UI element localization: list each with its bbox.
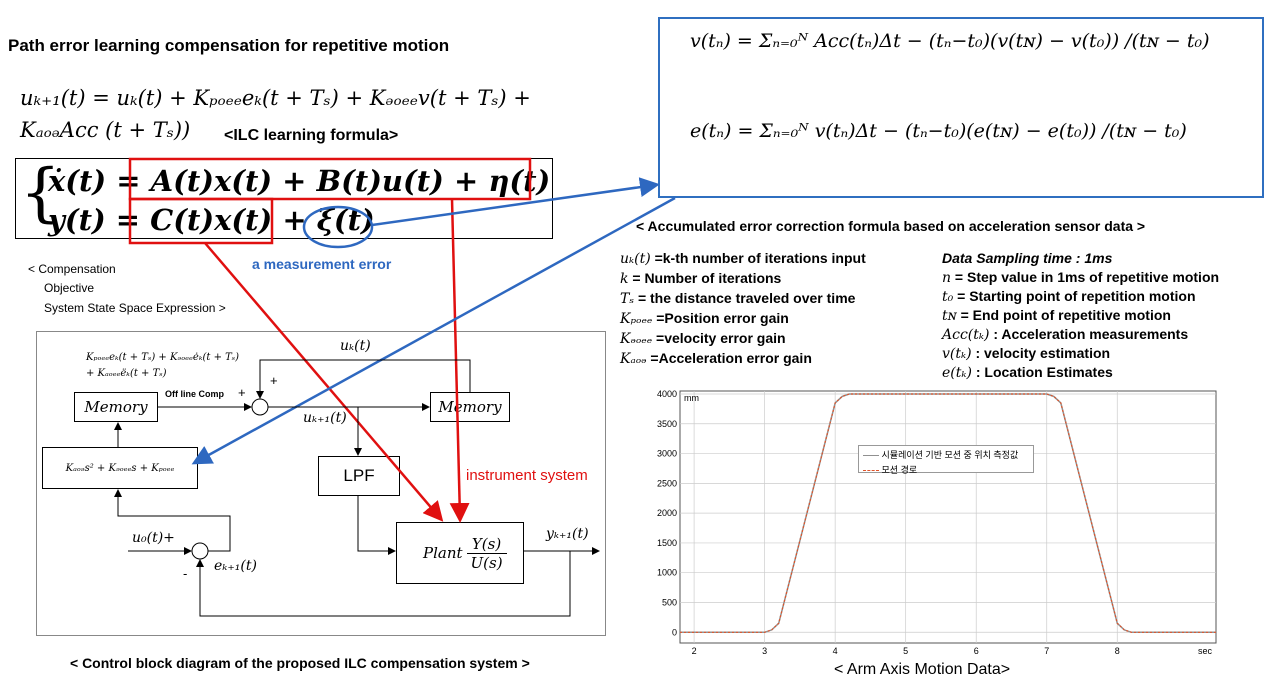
red-arrow-output — [204, 242, 444, 522]
accumulated-error-box — [658, 17, 1264, 198]
page-title: Path error learning compensation for rep… — [8, 36, 450, 55]
y-tick-label: 4000 — [657, 389, 677, 399]
blue-arrow-to-equations — [371, 177, 660, 227]
wire-lpf-to-plant — [357, 496, 396, 555]
ilc-formula-line2: KₐₒₔAcc (t + Tₛ)) — [20, 118, 191, 142]
def-right-5: v(tₖ) : velocity estimation — [942, 345, 1111, 362]
plant-block: Plant Y(s) U(s) — [396, 522, 524, 584]
y-tick-label: 2500 — [657, 478, 677, 488]
plus-sign-left: + — [238, 385, 246, 400]
wire-output-feedback — [196, 551, 571, 617]
plant-transfer-function: Y(s) U(s) — [466, 534, 507, 572]
u0-label: u₀(t)+ — [132, 530, 175, 546]
def-right-4: Acc(tₖ) : Acceleration measurements — [942, 326, 1189, 343]
plant-numerator: Y(s) — [471, 534, 502, 553]
def-right-0: Data Sampling time : 1ms — [942, 250, 1113, 266]
y-tick-label: 2000 — [657, 508, 677, 518]
wire-error-to-controller — [114, 489, 231, 552]
ilc-formula-line1: uₖ₊₁(t) = uₖ(t) + Kₚₒₑₑeₖ(t + Tₛ) + Kₔₒₑ… — [20, 86, 531, 110]
highlight-output-term — [128, 197, 274, 245]
x-tick-label: 8 — [1115, 646, 1120, 656]
summing-junction-top — [251, 398, 269, 416]
minus-sign: - — [183, 566, 188, 581]
x-tick-label: 5 — [903, 646, 908, 656]
x-axis-label: sec — [1198, 646, 1213, 656]
controller-block: Kₐₒₔs² + Kₔₒₑₑs + Kₚₒₑₑ — [42, 447, 198, 489]
x-tick-label: 3 — [762, 646, 767, 656]
x-tick-label: 7 — [1044, 646, 1049, 656]
block-diagram-frame — [36, 331, 606, 636]
offline-comp-label: Off line Comp — [165, 389, 224, 399]
arm-axis-motion-chart: 0 500 1000 1500 2000 2500 3000 3500 4000 2 3 4 5 6 7 8 m… — [657, 389, 1217, 656]
def-left-4: Kₔₒₑₑ =velocity error gain — [620, 330, 786, 347]
lpf-block: LPF — [318, 456, 400, 496]
def-right-2: t₀ = Starting point of repetition motion — [942, 288, 1196, 305]
compensation-caption-line3: System State Space Expression > — [44, 301, 226, 315]
location-estimation-equation: e(tₙ) = Σₙ₌₀ᴺ v(tₙ)Δt − (tₙ−t₀)(e(tɴ) − … — [690, 120, 1187, 142]
plot-area — [679, 390, 1217, 644]
legend-item-path: 모션 경로 — [863, 463, 1029, 476]
instrument-system-label: instrument system — [466, 467, 588, 484]
ilc-formula-label: <ILC learning formula> — [224, 127, 399, 144]
chart-legend: 시뮬레이션 기반 모션 중 위치 측정값 모션 경로 — [858, 445, 1034, 476]
accumulated-error-caption: < Accumulated error correction formula b… — [636, 218, 1146, 234]
measurement-error-label: a measurement error — [252, 256, 392, 272]
series-line-1 — [680, 393, 1216, 633]
gains-expression-line2: + Kₐₒₑₑëₖ(t + Tₛ) — [86, 368, 167, 379]
summing-junction-bottom — [191, 542, 209, 560]
y-tick-label: 0 — [672, 627, 677, 637]
memory-block-left: Memory — [74, 392, 158, 422]
y-tick-label: 500 — [662, 597, 677, 607]
y-axis-label: mm — [684, 393, 699, 403]
plant-denominator: U(s) — [470, 553, 503, 572]
y-tick-label: 1500 — [657, 538, 677, 548]
wire-memory-feedback — [256, 359, 471, 399]
memory-block-right: Memory — [430, 392, 510, 422]
def-left-5: Kₐₒₔ =Acceleration error gain — [620, 350, 812, 367]
def-left-0: uₖ(t) =k-th number of iterations input — [620, 250, 866, 267]
def-right-1: n = Step value in 1ms of repetitive moti… — [942, 269, 1220, 286]
gains-expression-line1: Kₚₒₑₑeₖ(t + Tₛ) + Kₔₒₑₑėₖ(t + Tₛ) — [86, 352, 240, 363]
block-diagram-caption: < Control block diagram of the proposed … — [70, 655, 530, 671]
highlight-state-terms — [128, 157, 532, 201]
y-tick-label: 3500 — [657, 419, 677, 429]
compensation-caption-line2: Objective — [44, 281, 95, 295]
legend-item-measured: 시뮬레이션 기반 모션 중 위치 측정값 — [863, 448, 1029, 461]
state-space-brace: { — [20, 156, 61, 230]
x-tick-label: 6 — [974, 646, 979, 656]
y-tick-label: 1000 — [657, 568, 677, 578]
state-equation: ẋ(t) = A(t)x(t) + B(t)u(t) + η(t) — [48, 164, 551, 198]
uk-label: uₖ(t) — [340, 338, 371, 354]
ek1-label: eₖ₊₁(t) — [214, 558, 257, 574]
def-left-3: Kₚₒₑₑ =Position error gain — [620, 310, 789, 327]
uk1-label: uₖ₊₁(t) — [303, 410, 347, 426]
plant-label: Plant — [423, 544, 463, 562]
def-left-2: Tₛ = the distance traveled over time — [620, 290, 856, 307]
plant-fraction-bar — [466, 552, 507, 554]
def-right-3: tɴ = End point of repetitive motion — [942, 307, 1171, 324]
blue-arrow-to-controller — [191, 196, 676, 465]
def-right-6: e(tₖ) : Location Estimates — [942, 364, 1113, 381]
yk1-label: yₖ₊₁(t) — [546, 526, 589, 542]
chart-caption: < Arm Axis Motion Data> — [834, 661, 1011, 678]
compensation-caption-line1: < Compensation — [28, 262, 116, 276]
def-left-1: k = Number of iterations — [620, 270, 782, 287]
x-tick-label: 2 — [692, 646, 697, 656]
velocity-estimation-equation: v(tₙ) = Σₙ₌₀ᴺ Acc(tₙ)Δt − (tₙ−t₀)(v(tɴ) … — [690, 30, 1210, 52]
highlight-measurement-error — [302, 205, 374, 249]
y-tick-label: 3000 — [657, 449, 677, 459]
plus-sign-top: + — [270, 373, 278, 388]
x-tick-label: 4 — [833, 646, 838, 656]
red-arrow-state — [449, 198, 470, 523]
